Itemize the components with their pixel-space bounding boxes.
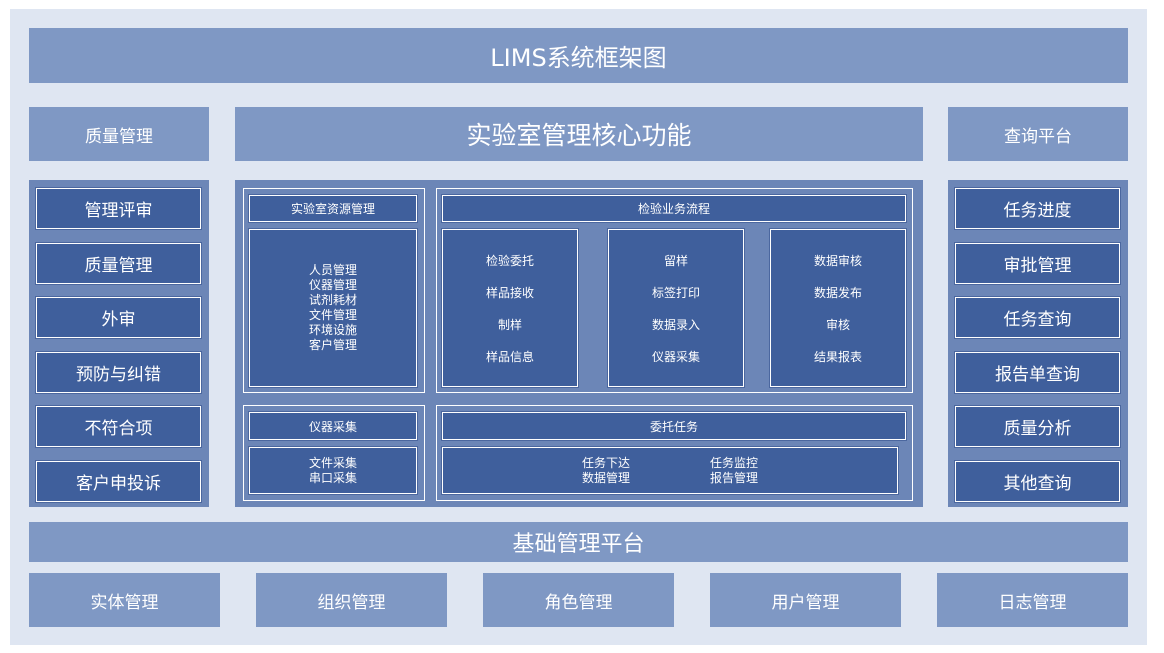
flow-column-1: 检验委托 样品接收 制样 样品信息 (441, 228, 579, 388)
quality-header: 质量管理 (29, 107, 209, 161)
flow-column-2: 留样 标签打印 数据录入 仪器采集 (607, 228, 745, 388)
query-header: 查询平台 (948, 107, 1128, 161)
flow-item: 样品接收 (485, 285, 534, 300)
base-item: 日志管理 (937, 573, 1128, 627)
base-item: 用户管理 (710, 573, 901, 627)
instrument-item: 文件采集 (308, 455, 357, 470)
instrument-title: 仪器采集 (248, 411, 418, 441)
query-item: 质量分析 (954, 405, 1121, 448)
quality-item: 外审 (35, 296, 202, 339)
flow-item: 结果报表 (813, 349, 862, 364)
query-item: 任务查询 (954, 296, 1121, 339)
base-platform-title: 基础管理平台 (29, 522, 1128, 562)
task-item: 任务监控 (710, 455, 759, 470)
task-list: 任务下达 数据管理 任务监控 报告管理 (441, 446, 899, 495)
query-panel (948, 180, 1128, 507)
base-item: 实体管理 (29, 573, 220, 627)
flow-title: 检验业务流程 (441, 194, 907, 223)
resource-title: 实验室资源管理 (248, 194, 418, 223)
flow-column-3: 数据审核 数据发布 审核 结果报表 (769, 228, 907, 388)
resource-item: 人员管理 (308, 263, 357, 277)
resource-list: 人员管理 仪器管理 试剂耗材 文件管理 环境设施 客户管理 (248, 228, 418, 388)
query-item: 审批管理 (954, 242, 1121, 285)
flow-item: 样品信息 (485, 349, 534, 364)
flow-item: 制样 (497, 317, 522, 332)
core-header: 实验室管理核心功能 (235, 107, 923, 161)
flow-item: 数据发布 (813, 285, 862, 300)
diagram-title: LIMS系统框架图 (29, 28, 1128, 83)
quality-panel (29, 180, 209, 507)
query-item: 任务进度 (954, 187, 1121, 230)
flow-item: 审核 (825, 317, 850, 332)
query-item: 报告单查询 (954, 351, 1121, 394)
query-item: 其他查询 (954, 460, 1121, 503)
quality-item: 客户申投诉 (35, 460, 202, 503)
resource-item: 文件管理 (308, 308, 357, 322)
resource-item: 环境设施 (308, 323, 357, 337)
task-item: 数据管理 (581, 470, 630, 485)
flow-item: 标签打印 (651, 285, 700, 300)
flow-item: 数据录入 (651, 317, 700, 332)
quality-item: 管理评审 (35, 187, 202, 230)
base-item: 角色管理 (483, 573, 674, 627)
resource-item: 客户管理 (308, 338, 357, 352)
instrument-list: 文件采集 串口采集 (248, 446, 418, 495)
quality-item: 不符合项 (35, 405, 202, 448)
flow-item: 仪器采集 (651, 349, 700, 364)
base-item: 组织管理 (256, 573, 447, 627)
quality-item: 质量管理 (35, 242, 202, 285)
resource-item: 试剂耗材 (308, 293, 357, 307)
flow-item: 数据审核 (813, 253, 862, 268)
task-title: 委托任务 (441, 411, 907, 441)
flow-item: 检验委托 (485, 253, 534, 268)
resource-item: 仪器管理 (308, 278, 357, 292)
instrument-item: 串口采集 (308, 470, 357, 485)
quality-item: 预防与纠错 (35, 351, 202, 394)
flow-item: 留样 (663, 253, 688, 268)
task-item: 报告管理 (710, 470, 759, 485)
task-item: 任务下达 (581, 455, 630, 470)
